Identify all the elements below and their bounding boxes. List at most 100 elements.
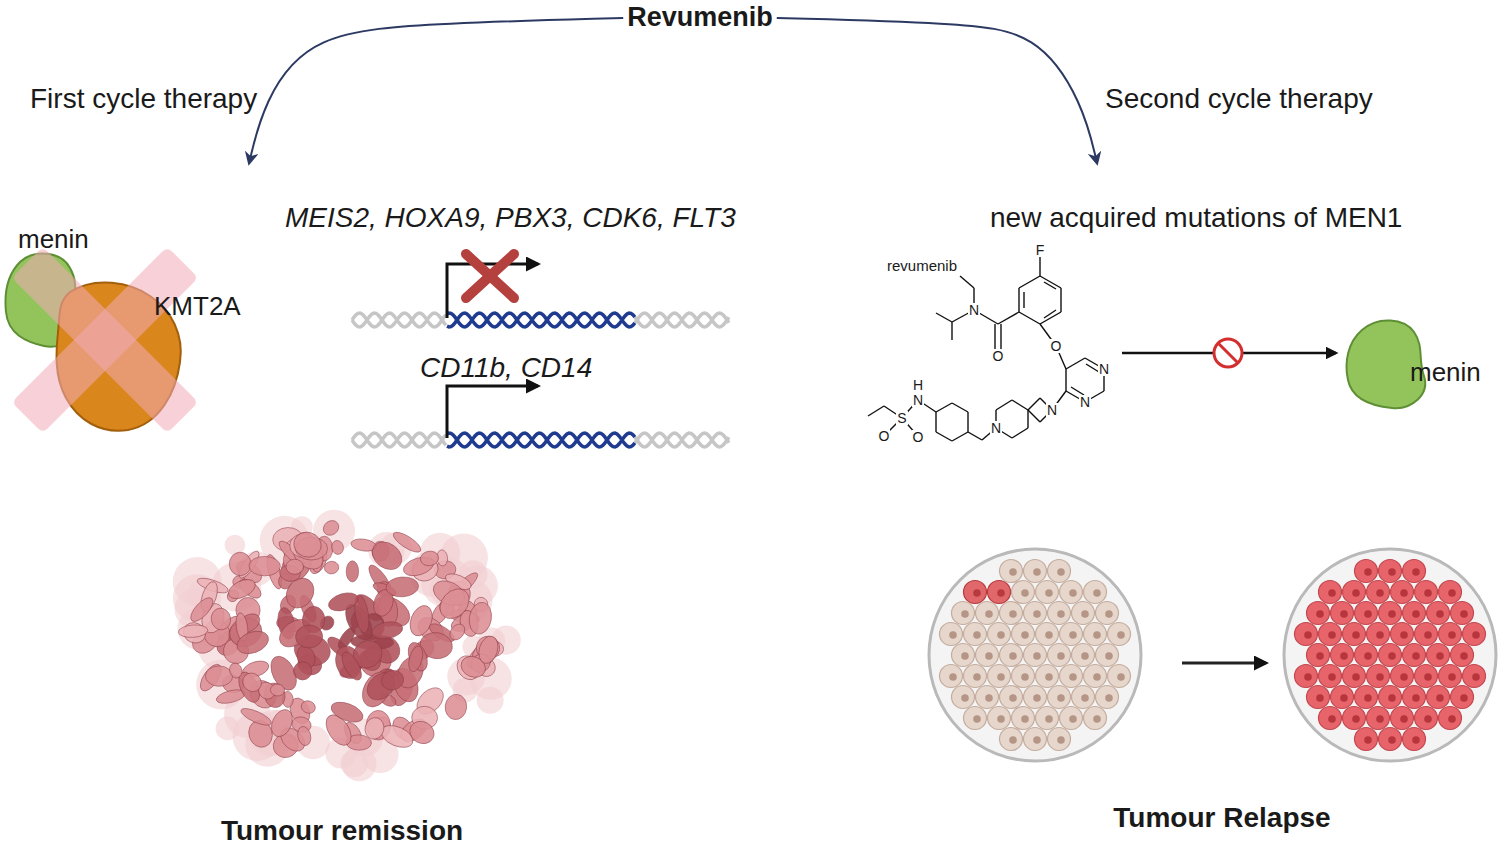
cell bbox=[1391, 581, 1414, 604]
chemical-bond bbox=[1018, 288, 1019, 312]
cell-body bbox=[1000, 686, 1023, 709]
cell bbox=[1367, 707, 1390, 730]
cell-body bbox=[1343, 707, 1366, 730]
cell-nucleus bbox=[1057, 736, 1065, 744]
cell-nucleus bbox=[1412, 568, 1420, 576]
cross-line bbox=[466, 254, 514, 298]
tumour-cell bbox=[447, 621, 468, 643]
chemical-bond bbox=[951, 322, 952, 340]
cell-nucleus bbox=[1448, 715, 1456, 723]
cell bbox=[1307, 644, 1330, 667]
cell-body bbox=[1355, 644, 1378, 667]
tumour-cell bbox=[291, 659, 315, 683]
chemical-bond bbox=[1012, 428, 1028, 438]
cell-nucleus bbox=[973, 673, 981, 681]
cell-body bbox=[1072, 602, 1095, 625]
cell-nucleus bbox=[1045, 715, 1053, 723]
tumour-cell bbox=[324, 561, 340, 575]
tumour-cell bbox=[267, 706, 296, 740]
cell-body bbox=[1439, 581, 1462, 604]
chemical-bond bbox=[1028, 398, 1040, 410]
chemical-bond bbox=[998, 312, 1019, 324]
petri-dish bbox=[1284, 549, 1496, 761]
cell bbox=[1072, 644, 1095, 667]
atom-symbol: N bbox=[1079, 395, 1091, 409]
cell-nucleus bbox=[1021, 589, 1029, 597]
cell-body bbox=[1307, 686, 1330, 709]
cell-nucleus bbox=[1093, 715, 1101, 723]
cell bbox=[1096, 602, 1119, 625]
cell bbox=[976, 644, 999, 667]
no-sign-slash bbox=[1218, 343, 1238, 363]
cell bbox=[1060, 623, 1083, 646]
cell bbox=[1439, 665, 1462, 688]
cell-nucleus bbox=[997, 673, 1005, 681]
cell-body bbox=[1343, 665, 1366, 688]
cell bbox=[1319, 665, 1342, 688]
cell bbox=[1451, 686, 1474, 709]
cell-body bbox=[1024, 644, 1047, 667]
cell-nucleus bbox=[1364, 694, 1372, 702]
dna-strand bbox=[635, 313, 729, 327]
cell bbox=[1415, 581, 1438, 604]
cell-nucleus bbox=[1304, 673, 1312, 681]
cell-body bbox=[1096, 644, 1119, 667]
cell-body bbox=[1403, 728, 1426, 751]
cell bbox=[1108, 665, 1131, 688]
tumour-cell bbox=[225, 576, 258, 603]
chemical-bond bbox=[968, 432, 982, 440]
cell bbox=[1072, 686, 1095, 709]
cell bbox=[1463, 623, 1486, 646]
cell bbox=[1048, 686, 1071, 709]
chemical-bond bbox=[1019, 276, 1040, 288]
cell-nucleus bbox=[1009, 610, 1017, 618]
cell-nucleus bbox=[1328, 673, 1336, 681]
cell bbox=[1084, 665, 1107, 688]
cell-nucleus bbox=[1340, 694, 1348, 702]
cell-nucleus bbox=[1069, 673, 1077, 681]
cell bbox=[1331, 686, 1354, 709]
cell-body bbox=[1024, 686, 1047, 709]
cell-nucleus bbox=[973, 715, 981, 723]
cell bbox=[988, 581, 1011, 604]
cell bbox=[1355, 602, 1378, 625]
cell-nucleus bbox=[1021, 673, 1029, 681]
cell bbox=[988, 707, 1011, 730]
cell-nucleus bbox=[1424, 715, 1432, 723]
tumour-cell bbox=[234, 627, 272, 658]
cell-body bbox=[1415, 581, 1438, 604]
cell bbox=[1391, 707, 1414, 730]
cell bbox=[1024, 560, 1047, 583]
cell bbox=[1048, 602, 1071, 625]
cell-body bbox=[1084, 665, 1107, 688]
cell bbox=[988, 665, 1011, 688]
cell-body bbox=[1439, 623, 1462, 646]
cell bbox=[1355, 728, 1378, 751]
cell bbox=[1000, 560, 1023, 583]
cell bbox=[1391, 623, 1414, 646]
cell-body bbox=[1331, 644, 1354, 667]
dna-strand bbox=[352, 433, 446, 447]
cell-body bbox=[1415, 665, 1438, 688]
cell-body bbox=[952, 602, 975, 625]
cell bbox=[1108, 623, 1131, 646]
dna-strand bbox=[352, 313, 446, 327]
cell-nucleus bbox=[1340, 652, 1348, 660]
cell-nucleus bbox=[1081, 652, 1089, 660]
cell-nucleus bbox=[1045, 631, 1053, 639]
atom-symbol: S bbox=[896, 411, 907, 425]
cell bbox=[1451, 644, 1474, 667]
cell bbox=[1012, 623, 1035, 646]
therapy-node: First cycle therapy bbox=[26, 81, 261, 117]
cell-body bbox=[1379, 560, 1402, 583]
cell-body bbox=[1451, 644, 1474, 667]
cell-body bbox=[1391, 665, 1414, 688]
cell bbox=[976, 602, 999, 625]
chemical-bond bbox=[1044, 310, 1056, 318]
cell-body bbox=[1060, 707, 1083, 730]
dna-strand bbox=[447, 433, 635, 447]
cell-body bbox=[976, 602, 999, 625]
tumour-cell bbox=[444, 693, 468, 720]
